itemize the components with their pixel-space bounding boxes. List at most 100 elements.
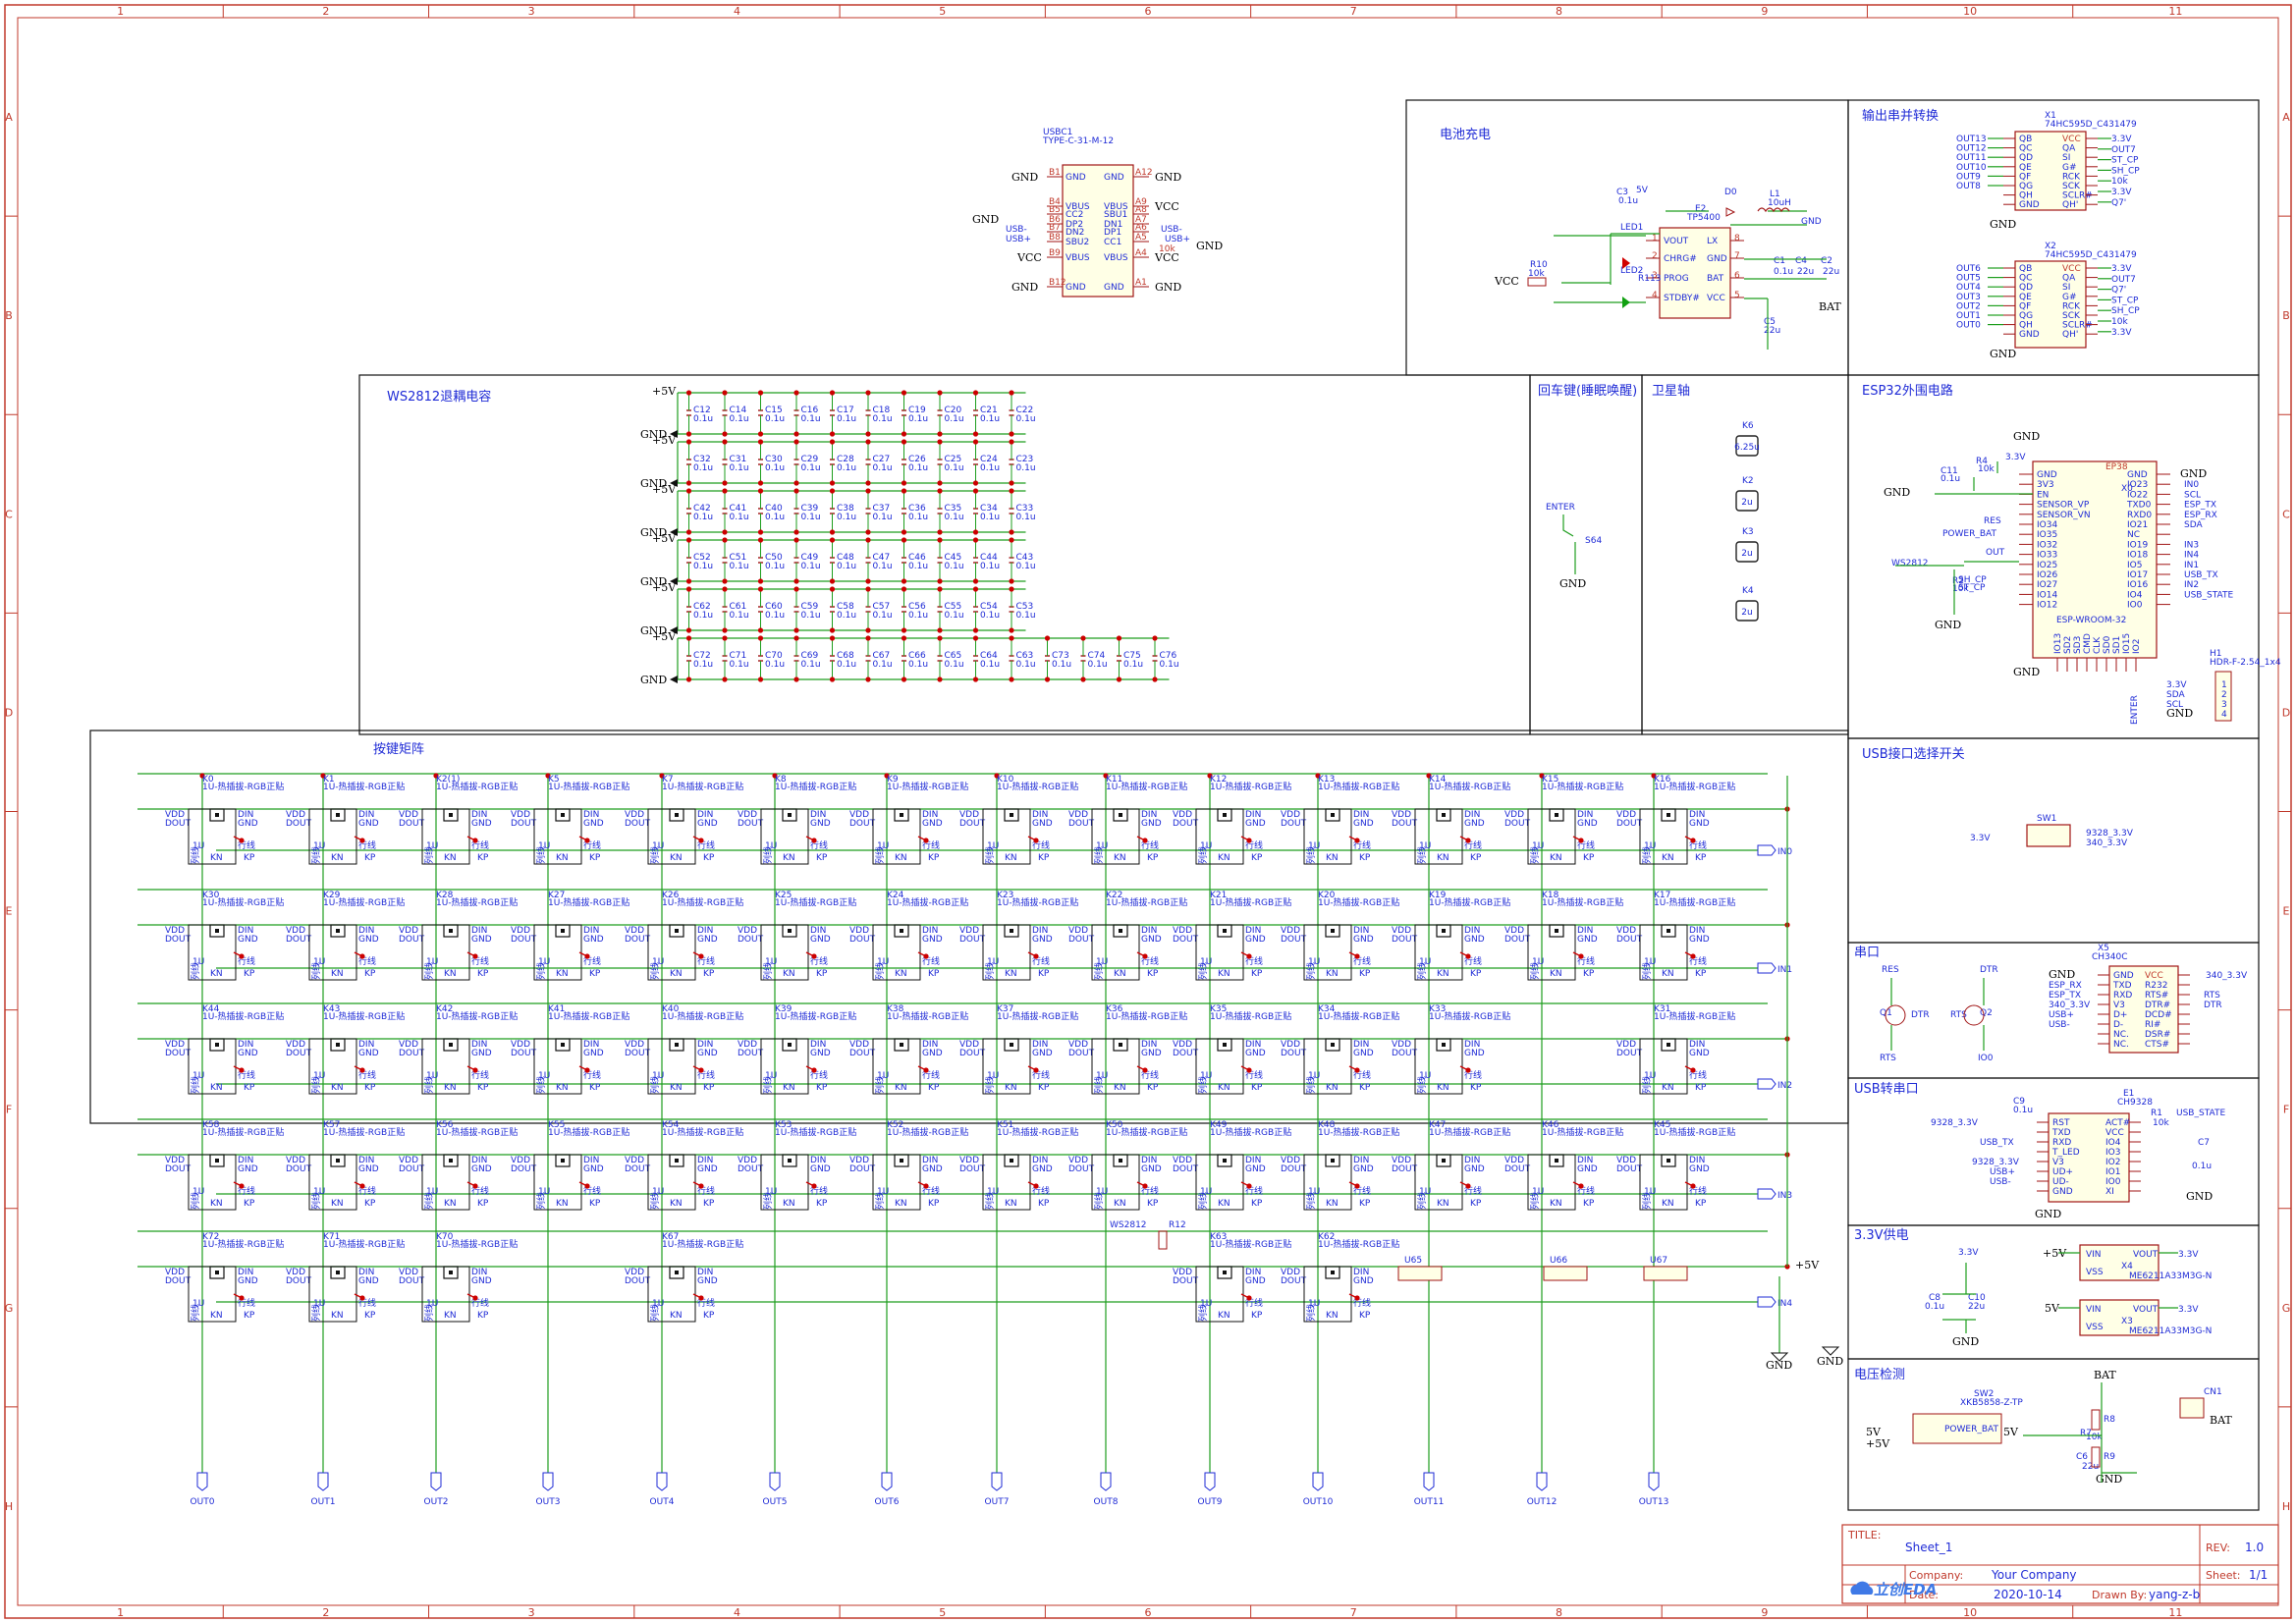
cap-value: 0.1u <box>801 562 821 571</box>
key-dout: DOUT <box>1173 1276 1199 1286</box>
cap-ref: C21 <box>980 406 998 415</box>
x1-right-net: ST_CP <box>2111 156 2139 166</box>
x1-inner-right: RCK <box>2062 172 2081 182</box>
key-dout: DOUT <box>1173 1049 1199 1058</box>
charger-part-label: LED2 <box>1620 266 1643 276</box>
x1-right-net: OUT7 <box>2111 145 2136 155</box>
key-1u: 1U <box>987 1187 999 1197</box>
cap-value: 0.1u <box>1016 611 1036 621</box>
key-dout: DOUT <box>286 1049 312 1058</box>
vdet-part: 10k <box>2086 1433 2103 1442</box>
key-col-line: 列线 <box>874 1192 886 1210</box>
vdet-part: R8 <box>2104 1415 2115 1425</box>
key-pin-dot <box>472 1295 478 1301</box>
key-pin-dot <box>359 838 365 843</box>
cap-value: 0.1u <box>908 414 928 424</box>
esp-right-pin: IO0 <box>2127 601 2143 611</box>
key-dout: DOUT <box>1281 819 1307 829</box>
x5-left-net: USB+ <box>2049 1010 2074 1020</box>
esp-right-pin: IO19 <box>2127 540 2148 550</box>
key-part: 1U-热插拔-RGB正贴 <box>1429 781 1510 792</box>
key-din: DIN <box>471 810 487 820</box>
key-gnd: GND <box>358 935 379 945</box>
h1-label: HDR-F-2.54_1x4 <box>2210 658 2281 668</box>
e1-inner-right: IO4 <box>2105 1138 2121 1148</box>
key-ref: K27 <box>548 891 565 900</box>
cap-junction <box>1009 390 1014 396</box>
cap-junction <box>937 627 943 633</box>
key-din: DIN <box>922 1040 938 1050</box>
cap-junction <box>685 676 692 682</box>
h1-pin: 2 <box>2221 690 2227 700</box>
key-pin-dot <box>923 838 929 843</box>
key-din: DIN <box>810 1040 826 1050</box>
key-dout: DOUT <box>738 819 764 829</box>
key-ref: K38 <box>887 1004 904 1014</box>
usbc-inner-left: GND <box>1066 283 1086 293</box>
key-led-core <box>1442 1043 1446 1047</box>
key-1u: 1U <box>652 841 664 851</box>
esp-extra-label: 10k <box>1978 464 1995 474</box>
zone-row-right: B <box>2282 309 2290 322</box>
key-din: DIN <box>810 926 826 936</box>
cap-junction <box>1009 480 1014 486</box>
cap-junction <box>829 676 836 682</box>
key-part: 1U-热插拔-RGB正贴 <box>887 781 968 792</box>
key-vdd: VDD <box>511 926 530 936</box>
key-dout: DOUT <box>1504 935 1531 945</box>
tb-rev-label: REV: <box>2206 1542 2230 1554</box>
r8-body <box>2091 1409 2101 1431</box>
key-part: 1U-热插拔-RGB正贴 <box>662 1238 743 1250</box>
cap-ref: C18 <box>873 406 891 415</box>
key-kn: KN <box>670 1199 683 1209</box>
key-pin-dot <box>811 838 817 843</box>
key-ref: K62 <box>1318 1232 1335 1242</box>
key-din: DIN <box>1464 1040 1480 1050</box>
cap-junction <box>1009 627 1014 633</box>
cap-value: 0.1u <box>1123 660 1143 670</box>
key-vdd: VDD <box>1173 1156 1192 1165</box>
cap-junction <box>1152 676 1158 682</box>
out-port <box>1423 1472 1435 1491</box>
key-led-core <box>900 813 903 817</box>
e1-left-net: 9328_3.3V <box>1931 1118 1979 1128</box>
esp-right-net: SCL <box>2184 490 2201 500</box>
key-dout: DOUT <box>1068 935 1095 945</box>
cap-junction <box>793 431 799 437</box>
key-body <box>872 1154 921 1211</box>
x5-inner-right: CTS# <box>2145 1040 2169 1050</box>
key-kp: KP <box>1147 853 1159 863</box>
cap-junction <box>685 529 692 535</box>
key-part: 1U-热插拔-RGB正贴 <box>1542 1126 1623 1138</box>
key-din: DIN <box>1141 926 1157 936</box>
key-vdd: VDD <box>849 1040 869 1050</box>
cap-ref: C25 <box>945 455 962 464</box>
key-kp: KP <box>364 969 376 979</box>
r10-symbol <box>1527 277 1547 287</box>
key-part: 1U-热插拔-RGB正贴 <box>887 896 968 908</box>
key-din: DIN <box>471 1156 487 1165</box>
key-kp: KP <box>477 853 489 863</box>
key-body <box>1303 808 1352 865</box>
tb-sheet-label: Sheet: <box>2206 1569 2241 1582</box>
key-dout: DOUT <box>1281 1164 1307 1174</box>
key-col-line: 列线 <box>190 1304 201 1322</box>
e1-gnd: GND <box>2035 1208 2061 1220</box>
gnd-arrow <box>670 528 678 536</box>
x1-part: 74HC595D_C431479 <box>2045 120 2137 130</box>
x5-left-net: 340_3.3V <box>2049 1001 2091 1010</box>
cap-ref: C30 <box>765 455 783 464</box>
ldo-out-33: 3.3V <box>2178 1250 2199 1260</box>
usbc-right-pin: A1 <box>1135 278 1147 288</box>
stab-title: 卫星轴 <box>1652 384 1690 399</box>
key-pin-dot <box>1354 953 1360 959</box>
key-dout: DOUT <box>399 1049 425 1058</box>
charger-pin-right: VCC <box>1707 294 1725 303</box>
esp-right-pin: IO4 <box>2127 590 2143 600</box>
key-col-line: 列线 <box>762 962 774 980</box>
x1-inner-left: QF <box>2019 172 2031 182</box>
key-gnd: GND <box>1032 819 1053 829</box>
key-vdd: VDD <box>1281 1040 1300 1050</box>
esp-bottom-pin: CLK <box>2093 636 2103 654</box>
zone-col-top: 3 <box>528 5 535 18</box>
